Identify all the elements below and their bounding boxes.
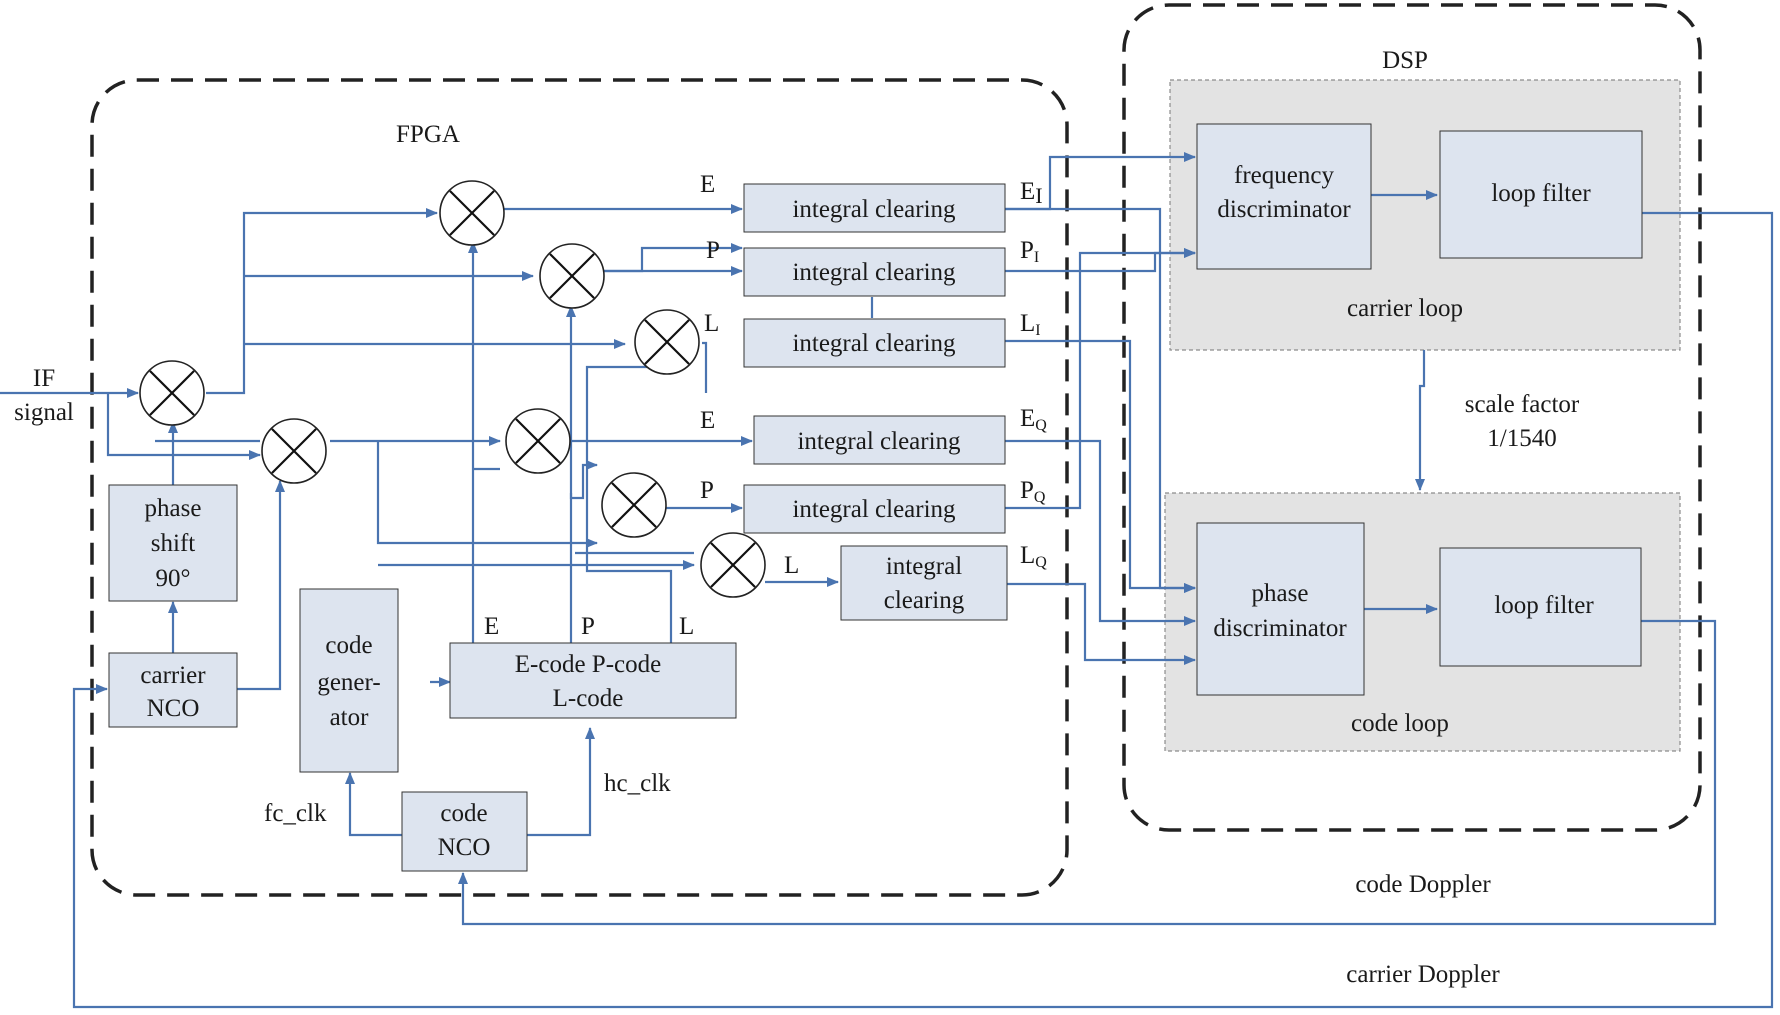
integral-clearing-ei-text: integral clearing	[792, 196, 956, 223]
code-replica-block: E-code P-code L-code	[449, 642, 737, 719]
integral-clearing-ei: integral clearing	[743, 183, 1006, 233]
output-eq-main: E	[1020, 405, 1035, 432]
mixer-icon	[539, 243, 605, 309]
code-nco-text-2: NCO	[438, 834, 491, 861]
output-lq-sub: Q	[1035, 554, 1047, 571]
frequency-discriminator-text-2: discriminator	[1217, 196, 1351, 223]
output-pq-sub: Q	[1034, 489, 1046, 506]
output-li-main: L	[1020, 310, 1035, 337]
frequency-discriminator-text-1: frequency	[1234, 162, 1334, 189]
phase-shift-block: phase shift 90°	[108, 484, 238, 602]
integral-clearing-pi-text: integral clearing	[792, 259, 956, 286]
carrier-loop-label: carrier loop	[1347, 295, 1463, 322]
integral-clearing-eq-text: integral clearing	[797, 428, 961, 455]
phase-discriminator-block: phase discriminator	[1196, 522, 1365, 696]
mixer-icon	[634, 309, 700, 375]
mixer-e-label: E	[700, 407, 715, 434]
output-lq-main: L	[1020, 542, 1035, 569]
frequency-discriminator-block: frequency discriminator	[1196, 123, 1372, 270]
code-loop-label: code loop	[1351, 710, 1449, 737]
scale-factor-label-2: 1/1540	[1487, 425, 1556, 452]
integral-clearing-pi: integral clearing	[743, 247, 1006, 297]
code-generator-text-2: gener-	[317, 669, 380, 696]
code-e-label: E	[484, 613, 499, 640]
phase-shift-text-3: 90°	[156, 565, 191, 592]
mixer-icon	[505, 408, 571, 474]
integral-clearing-pq: integral clearing	[743, 484, 1006, 534]
output-ei-label: EI	[1020, 178, 1043, 208]
phase-discriminator-text-2: discriminator	[1213, 615, 1347, 642]
if-label-2: signal	[14, 399, 74, 426]
mixer-p-label: P	[706, 237, 720, 264]
output-pi-label: PI	[1020, 237, 1039, 266]
carrier-doppler-label: carrier Doppler	[1346, 961, 1500, 988]
output-pq-label: PQ	[1020, 477, 1046, 506]
code-loop-filter-block: loop filter	[1439, 547, 1642, 667]
output-eq-sub: Q	[1035, 417, 1047, 434]
mixer-icon	[439, 180, 505, 246]
dsp-boundary	[1122, 3, 1702, 832]
fpga-label: FPGA	[396, 121, 460, 148]
output-li-sub: I	[1035, 322, 1040, 339]
carrier-loop-filter-block: loop filter	[1439, 130, 1643, 259]
hc-clk-label: hc_clk	[604, 770, 671, 797]
code-l-label: L	[679, 613, 694, 640]
phase-shift-text-1: phase	[145, 495, 202, 522]
code-generator-text-1: code	[325, 632, 372, 659]
signal-wires	[0, 152, 1774, 1009]
output-pi-main: P	[1020, 237, 1034, 264]
code-loop-filter-text: loop filter	[1494, 592, 1594, 619]
integral-clearing-pq-text: integral clearing	[792, 496, 956, 523]
code-doppler-label: code Doppler	[1355, 871, 1491, 898]
phase-discriminator-text-1: phase	[1252, 580, 1309, 607]
fpga-boundary	[90, 78, 1069, 897]
output-pi-sub: I	[1034, 249, 1039, 266]
code-generator-block: code gener- ator	[299, 588, 399, 773]
integral-clearing-lq-text-1: integral	[886, 553, 962, 580]
mixer-icon	[139, 360, 205, 426]
fc-clk-label: fc_clk	[264, 800, 327, 827]
carrier-nco-text-1: carrier	[140, 662, 206, 689]
if-label-1: IF	[33, 365, 55, 392]
integral-clearing-lq: integral clearing	[840, 545, 1008, 621]
code-replica-text-2: L-code	[553, 685, 624, 712]
integral-clearing-lq-text-2: clearing	[884, 587, 965, 614]
mixer-l-label: L	[704, 310, 719, 337]
mixer-p-label: P	[700, 477, 714, 504]
code-p-label: P	[581, 613, 595, 640]
dsp-label: DSP	[1382, 47, 1428, 74]
output-ei-main: E	[1020, 178, 1035, 205]
code-nco-block: code NCO	[401, 791, 528, 872]
integral-clearing-eq: integral clearing	[753, 415, 1006, 465]
carrier-loop-filter-text: loop filter	[1491, 180, 1591, 207]
integral-clearing-li-text: integral clearing	[792, 330, 956, 357]
output-lq-label: LQ	[1020, 542, 1047, 571]
output-pq-main: P	[1020, 477, 1034, 504]
mixer-icon	[601, 472, 667, 538]
output-ei-sub: I	[1035, 183, 1042, 208]
code-generator-text-3: ator	[330, 704, 370, 731]
mixer-l-label: L	[784, 552, 799, 579]
mixer-e-label: E	[700, 171, 715, 198]
output-li-label: LI	[1020, 310, 1041, 339]
phase-shift-text-2: shift	[151, 530, 196, 557]
carrier-nco-block: carrier NCO	[108, 652, 238, 728]
integral-clearing-li: integral clearing	[743, 318, 1006, 368]
code-replica-text-1: E-code P-code	[515, 651, 661, 678]
scale-factor-label-1: scale factor	[1465, 391, 1580, 418]
mixer-icon	[700, 532, 766, 598]
carrier-nco-text-2: NCO	[147, 695, 200, 722]
output-eq-label: EQ	[1020, 405, 1047, 434]
code-nco-text-1: code	[440, 800, 487, 827]
mixer-icon	[261, 418, 327, 484]
